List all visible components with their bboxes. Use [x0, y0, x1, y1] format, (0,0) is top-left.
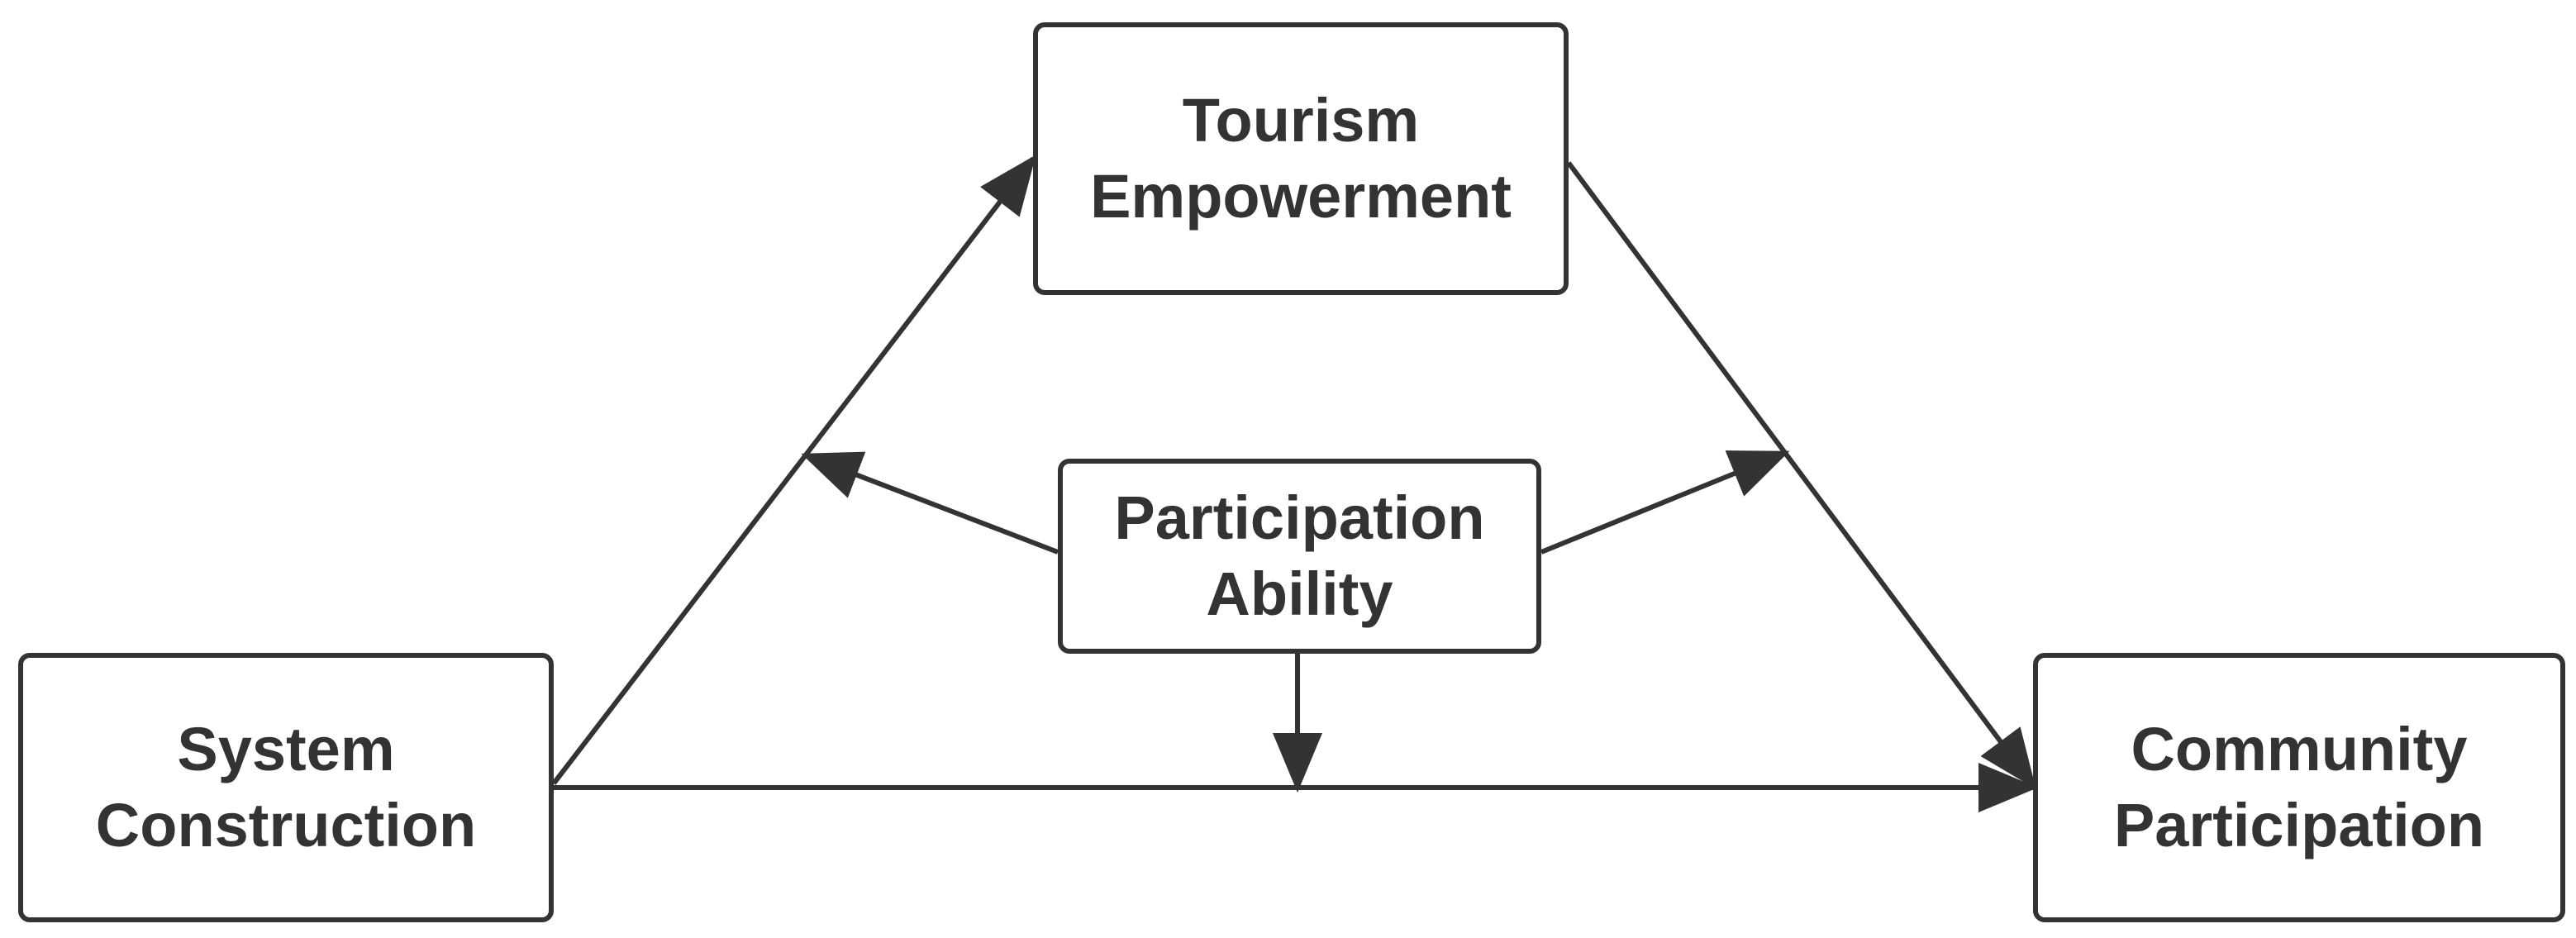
label-line: Empowerment	[1090, 162, 1512, 231]
node-system-construction-label: System Construction	[96, 712, 476, 864]
node-community-participation: Community Participation	[2033, 653, 2565, 922]
node-community-participation-label: Community Participation	[2114, 712, 2484, 864]
node-participation-ability: Participation Ability	[1058, 459, 1541, 654]
label-line: Construction	[95, 791, 477, 859]
node-tourism-empowerment: Tourism Empowerment	[1033, 22, 1569, 295]
node-tourism-empowerment-label: Tourism Empowerment	[1090, 83, 1512, 235]
label-line: Ability	[1206, 559, 1393, 628]
moderation-arrow-right	[1540, 450, 1790, 555]
label-line: Tourism	[1182, 86, 1420, 155]
moderation-arrow-left	[801, 451, 1059, 555]
label-line: Participation	[2113, 791, 2485, 859]
label-line: Community	[2131, 715, 2468, 783]
edge-tourism-to-community	[1566, 161, 2036, 789]
node-system-construction: System Construction	[18, 653, 554, 922]
label-line: Participation	[1114, 483, 1485, 552]
label-line: System	[177, 715, 395, 783]
edge-system-to-tourism	[551, 155, 1036, 785]
node-participation-ability-label: Participation Ability	[1114, 480, 1484, 632]
